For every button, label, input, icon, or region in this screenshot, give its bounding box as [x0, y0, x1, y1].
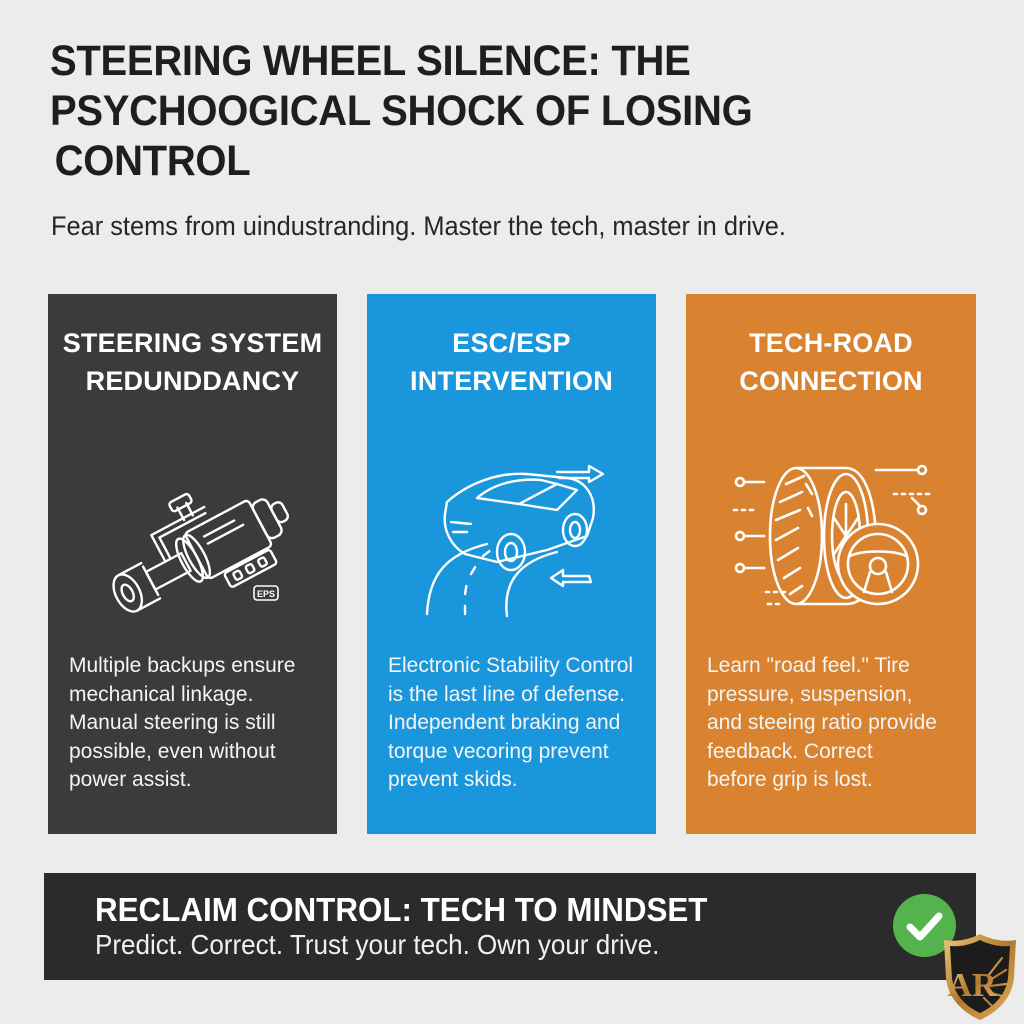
body-line: before grip is lost.: [707, 768, 873, 791]
panel-title-line: STEERING SYSTEM: [62, 328, 323, 358]
eps-badge: EPS: [257, 589, 275, 599]
panel-title-line: INTERVENTION: [410, 366, 613, 396]
body-line: pressure, suspension,: [707, 682, 913, 706]
panel-title-line: ESC/ESP: [452, 328, 571, 358]
body-line: Independent braking and: [388, 711, 621, 734]
shield-logo-icon: AR: [944, 934, 1016, 1020]
body-line: torque vecoring prevent: [388, 739, 609, 763]
body-line: and steeing ratio provide: [707, 711, 937, 734]
body-line: mechanical linkage.: [69, 682, 254, 706]
title-line-3: CONTROL: [54, 137, 251, 185]
body-line: Electronic Stability Control: [388, 654, 634, 677]
panel-body: Electronic Stability Control is the last…: [388, 652, 644, 795]
panel-title-line: CONNECTION: [739, 366, 923, 396]
body-line: is the last line of defense.: [388, 682, 625, 706]
body-line: prevent skids.: [388, 768, 518, 791]
panel-title: TECH-ROAD CONNECTION: [686, 324, 976, 400]
panel-body: Multiple backups ensure mechanical linka…: [69, 652, 325, 795]
panel-title-line: TECH-ROAD: [749, 328, 913, 358]
body-line: Multiple backups ensure: [69, 654, 296, 677]
panel-tech-road-connection: TECH-ROAD CONNECTION Learn "road feel." …: [686, 294, 976, 834]
body-line: power assist.: [69, 768, 192, 791]
cta-banner: RECLAIM CONTROL: TECH TO MINDSET Predict…: [44, 873, 976, 980]
cta-subtitle: Predict. Correct. Trust your tech. Own y…: [95, 929, 660, 960]
body-line: Learn "road feel." Tire: [707, 654, 910, 677]
body-line: Manual steering is still: [69, 711, 276, 734]
page-subtitle: Fear stems from uindustranding. Master t…: [51, 211, 786, 241]
panel-body: Learn "road feel." Tire pressure, suspen…: [707, 652, 964, 795]
panel-title: ESC/ESP INTERVENTION: [367, 324, 656, 400]
panel-title-line: REDUNDDANCY: [85, 366, 300, 396]
body-line: possible, even without: [69, 739, 276, 763]
panel-esc-intervention: ESC/ESP INTERVENTION Electronic Stabilit…: [367, 294, 656, 834]
title-line-1: STEERING WHEEL SILENCE: THE: [50, 37, 691, 85]
panel-title: STEERING SYSTEM REDUNDDANCY: [48, 324, 337, 400]
tire-steering-wheel-icon: [732, 464, 936, 606]
logo-text: AR: [947, 967, 997, 1004]
steering-column-motor-icon: EPS: [112, 492, 289, 613]
body-line: feedback. Correct: [707, 739, 873, 763]
skidding-car-icon: [425, 464, 605, 618]
page-title: STEERING WHEEL SILENCE: THE PSYCHOOGICAL…: [50, 36, 887, 186]
cta-title: RECLAIM CONTROL: TECH TO MINDSET: [95, 891, 708, 928]
panel-steering-redundancy: STEERING SYSTEM REDUNDDANCY EPS: [48, 294, 337, 834]
title-line-2: PSYCHOOGICAL SHOCK OF LOSING: [50, 87, 753, 135]
